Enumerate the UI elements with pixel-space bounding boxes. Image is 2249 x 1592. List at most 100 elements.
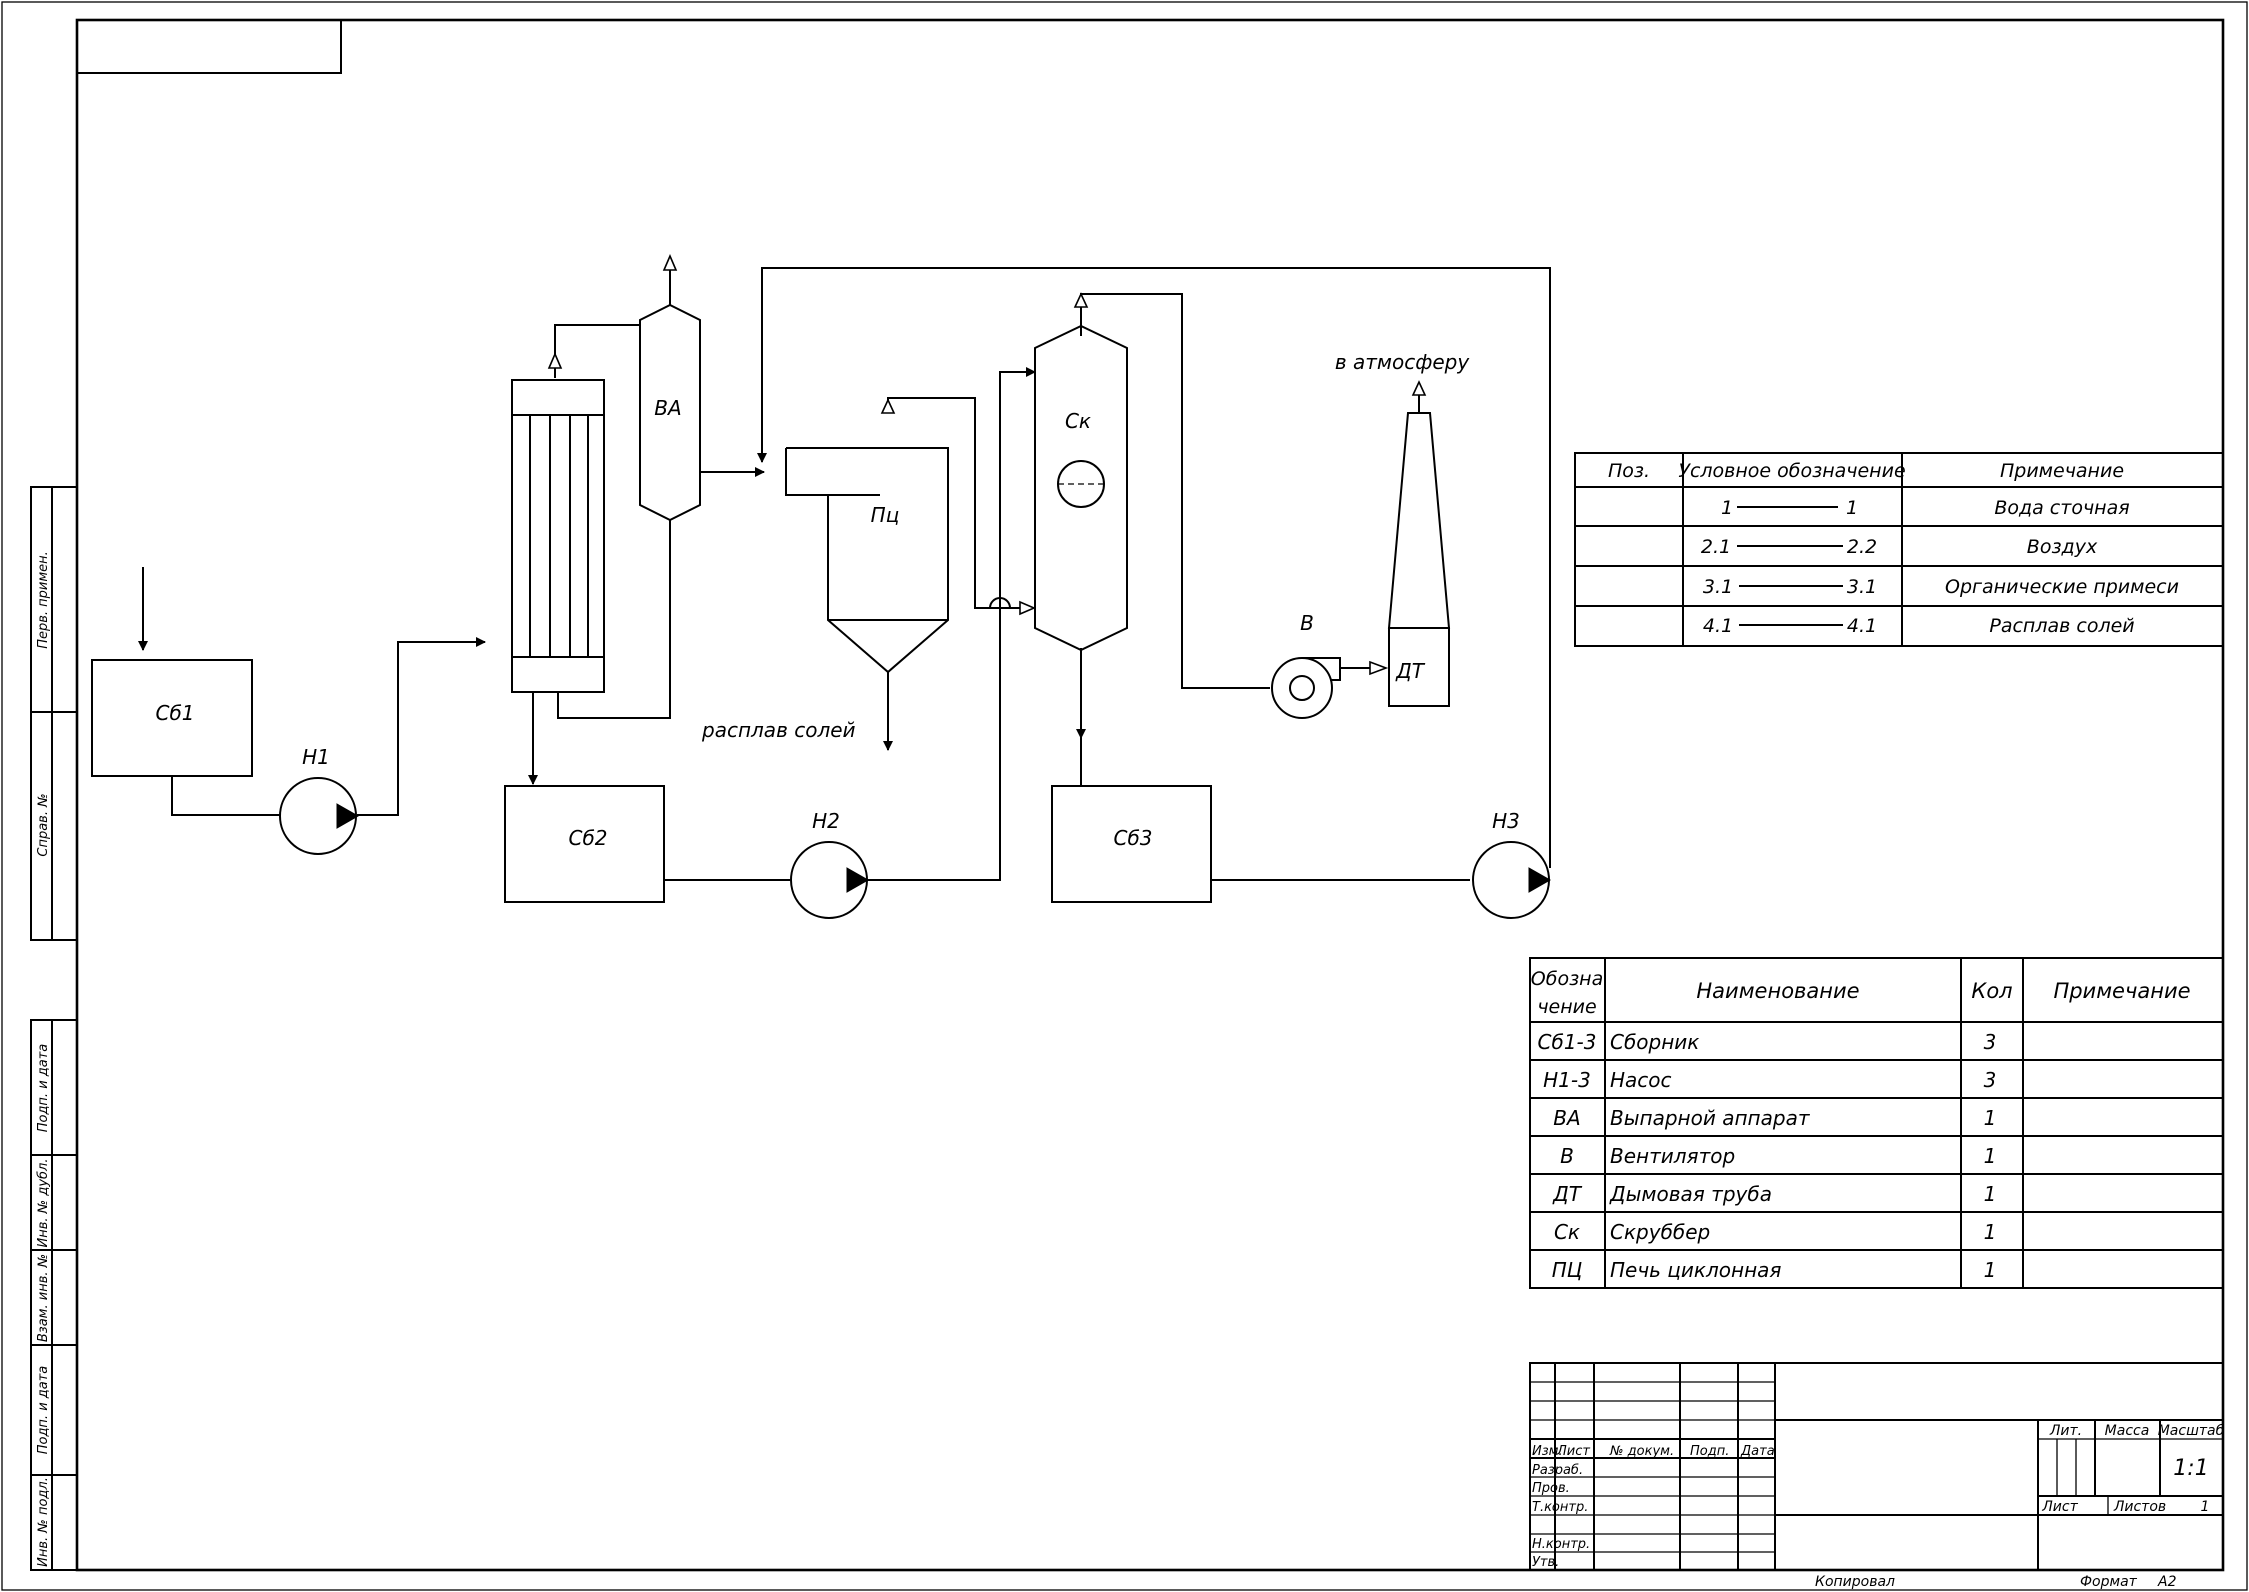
legend-row3-note: Органические примеси	[1945, 576, 2179, 598]
tb-data: Дата	[1740, 1444, 1775, 1459]
pump-n2: Н2	[790, 809, 870, 919]
tb-tkontr: Т.контр.	[1532, 1500, 1588, 1515]
stamp-sprav: Справ. №	[36, 793, 51, 856]
va-label: ВА	[654, 396, 681, 420]
side-stamp-strip: Перв. примен. Справ. № Подп. и дата Инв.…	[30, 486, 78, 1571]
pump-n3: Н3	[1472, 809, 1552, 919]
spec-row3-code: ВА	[1553, 1106, 1580, 1130]
tb-listov: Листов	[2113, 1499, 2166, 1515]
legend-row4-right: 4.1	[1847, 615, 1877, 637]
collector-sb3: Сб3	[1051, 785, 1212, 903]
tb-scale-value: 1:1	[2173, 1456, 2208, 1481]
footer-copied: Копировал	[1815, 1574, 1895, 1590]
tb-lit: Лит.	[2049, 1423, 2082, 1439]
line-crossover	[989, 597, 1011, 609]
spec-row2-code: Н1-3	[1543, 1068, 1591, 1092]
spec-header-note: Примечание	[2053, 979, 2190, 1003]
tb-listov-value: 1	[2201, 1499, 2210, 1515]
spec-row7-code: ПЦ	[1552, 1258, 1583, 1282]
collector-sb2: Сб2	[504, 785, 665, 903]
sb2-label: Сб2	[568, 826, 607, 850]
spec-table: Обозна чение Наименование Кол Примечание…	[1529, 957, 2224, 1289]
tb-list2: Лист	[2041, 1499, 2078, 1515]
legend-row2-note: Воздух	[2027, 536, 2098, 558]
legend-row1-right: 1	[1846, 497, 1858, 519]
spec-row3-name: Выпарной аппарат	[1610, 1106, 1811, 1130]
legend-row1-note: Вода сточная	[1994, 497, 2129, 519]
spec-header-name: Наименование	[1696, 979, 1859, 1003]
tb-razrab: Разраб.	[1532, 1463, 1583, 1478]
stamp-perv-primen: Перв. примен.	[36, 551, 51, 649]
tb-prov: Пров.	[1532, 1481, 1570, 1496]
stamp-vzam-inv: Взам. инв. №	[36, 1254, 51, 1342]
spec-row5-qty: 1	[1984, 1182, 1997, 1206]
pump-n1: Н1	[279, 745, 360, 855]
legend-row3-left: 3.1	[1703, 576, 1733, 598]
spec-header-qty: Кол	[1971, 979, 2012, 1003]
heat-exchanger	[511, 379, 605, 693]
spec-row1-name: Сборник	[1610, 1030, 1699, 1054]
stamp-podp-data-2: Подп. и дата	[36, 1366, 51, 1455]
sb3-label: Сб3	[1113, 826, 1152, 850]
spec-row5-code: ДТ	[1552, 1182, 1583, 1206]
spec-header-designation-1: Обозна	[1531, 968, 1603, 990]
tb-utv: Утв.	[1532, 1555, 1559, 1570]
spec-row6-name: Скруббер	[1610, 1220, 1710, 1244]
atmosphere-label: в атмосферу	[1335, 350, 1470, 374]
legend-header-pos: Поз.	[1608, 460, 1650, 482]
cyclone-furnace: Пц	[785, 447, 949, 674]
spec-row7-name: Печь циклонная	[1610, 1258, 1781, 1282]
footer-format-value: А2	[2157, 1574, 2177, 1590]
legend-row4-left: 4.1	[1703, 615, 1733, 637]
spec-row6-qty: 1	[1984, 1220, 1997, 1244]
spec-row4-code: В	[1560, 1144, 1574, 1168]
spec-row4-name: Вентилятор	[1610, 1144, 1735, 1168]
spec-row5-name: Дымовая труба	[1609, 1182, 1772, 1206]
spec-row6-code: Ск	[1554, 1220, 1580, 1244]
tb-podp: Подп.	[1690, 1444, 1729, 1459]
sb1-label: Сб1	[155, 701, 194, 725]
tb-massa: Масса	[2105, 1423, 2150, 1439]
title-block: Изм. Лист № докум. Подп. Дата Разраб. Пр…	[1529, 1362, 2225, 1571]
legend-row3-right: 3.1	[1847, 576, 1877, 598]
spec-row2-qty: 3	[1984, 1068, 1997, 1092]
spec-row1-qty: 3	[1984, 1030, 1997, 1054]
spec-row3-qty: 1	[1984, 1106, 1997, 1130]
tb-doc: № докум.	[1609, 1444, 1674, 1459]
spec-row7-qty: 1	[1984, 1258, 1997, 1282]
legend-row4-note: Расплав солей	[1989, 615, 2134, 637]
tb-nkontr: Н.контр.	[1532, 1537, 1590, 1552]
evaporator-va: ВА	[639, 303, 701, 522]
sk-label: Ск	[1065, 409, 1091, 433]
chimney-dt: ДТ	[1387, 412, 1451, 707]
tb-izm: Изм.	[1532, 1444, 1563, 1459]
n1-label: Н1	[302, 745, 330, 769]
salt-melt-label: расплав солей	[701, 718, 856, 742]
legend-header-symbol: Условное обозначение	[1678, 460, 1905, 482]
legend-row2-left: 2.1	[1701, 536, 1731, 558]
legend-header-note: Примечание	[2000, 460, 2124, 482]
stamp-inv-dubl: Инв. № дубл.	[36, 1159, 51, 1248]
n2-label: Н2	[812, 809, 840, 833]
fan-v: В	[1271, 611, 1341, 719]
vent-arrows	[547, 253, 1427, 676]
spec-row2-name: Насос	[1610, 1068, 1672, 1092]
legend-row2-right: 2.2	[1847, 536, 1877, 558]
scrubber: Ск	[1034, 324, 1128, 652]
spec-row1-code: Сб1-3	[1538, 1030, 1597, 1054]
stamp-podp-data-1: Подп. и дата	[36, 1044, 51, 1133]
tb-masshtab: Масштаб	[2158, 1423, 2225, 1439]
n3-label: Н3	[1492, 809, 1520, 833]
spec-header-designation-2: чение	[1537, 996, 1596, 1018]
v-label: В	[1300, 611, 1314, 635]
stamp-inv-podl: Инв. № подл.	[36, 1477, 51, 1567]
pc-label: Пц	[871, 503, 900, 527]
spec-row4-qty: 1	[1984, 1144, 1997, 1168]
legend-table: Поз. Условное обозначение Примечание 1 1…	[1574, 452, 2224, 647]
dt-label: ДТ	[1395, 659, 1426, 683]
tb-list: Лист	[1556, 1444, 1590, 1459]
legend-row1-left: 1	[1721, 497, 1733, 519]
footer-format: Формат	[2080, 1574, 2138, 1590]
